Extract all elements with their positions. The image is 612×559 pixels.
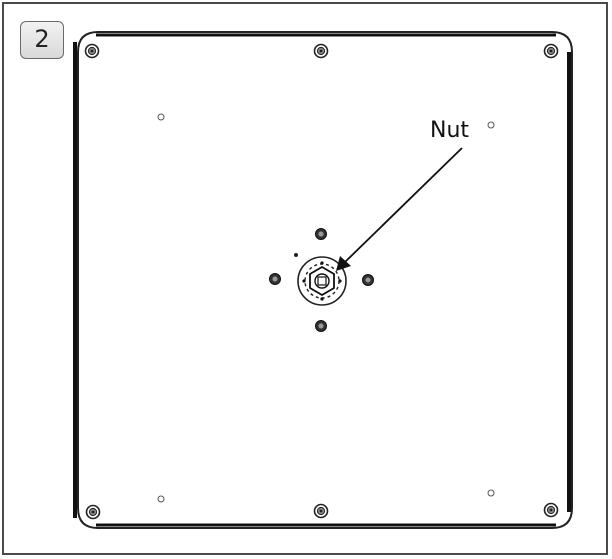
- bolt-top-left: [84, 43, 100, 59]
- hole-lower-right: [487, 489, 495, 497]
- step-number-badge: 2: [20, 21, 64, 59]
- nut-callout-label: Nut: [430, 118, 470, 143]
- hub-small-dot: [294, 253, 298, 257]
- hole-upper-right: [487, 121, 495, 129]
- bolt-top-center: [313, 43, 329, 59]
- bolt-bottom-left: [85, 504, 101, 520]
- nut-assembly: [297, 256, 347, 306]
- hub-bolt-left: [269, 273, 281, 285]
- bolt-bottom-center: [313, 503, 329, 519]
- hole-lower-left: [157, 495, 165, 503]
- hub-bolt-top: [315, 228, 327, 240]
- hole-upper-left: [157, 113, 165, 121]
- hub-bolt-bottom: [315, 320, 327, 332]
- bolt-bottom-right: [543, 502, 559, 518]
- hub-bolt-right: [362, 274, 374, 286]
- bolt-top-right: [543, 43, 559, 59]
- callout-arrow: [336, 147, 463, 271]
